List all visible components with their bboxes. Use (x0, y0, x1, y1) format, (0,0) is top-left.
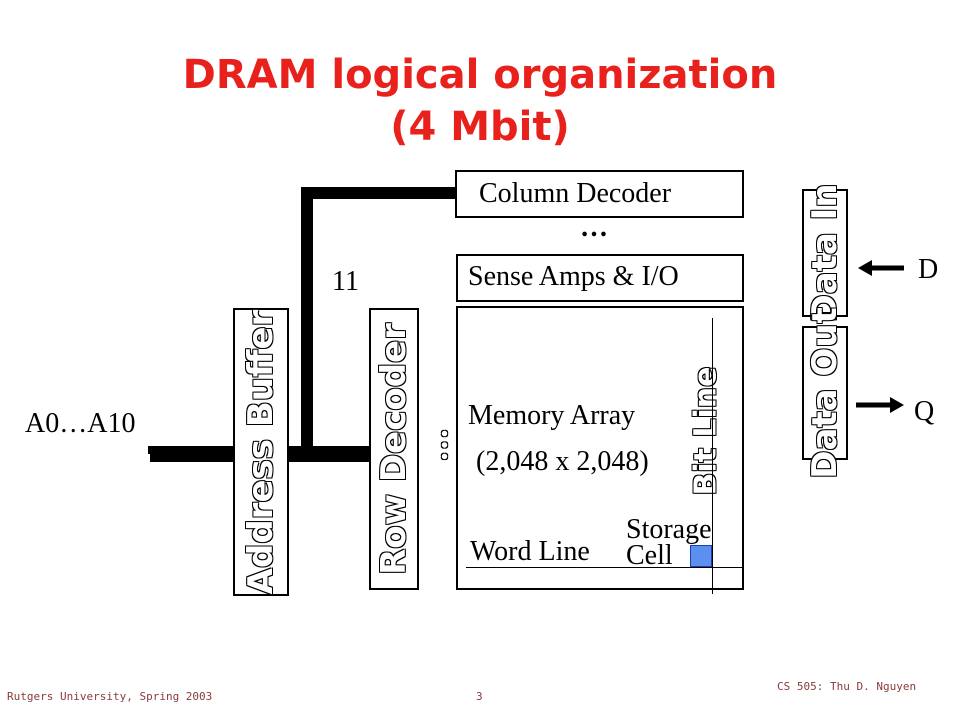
row-dots: … (418, 428, 455, 462)
address-buffer-block: Address Buffer (233, 308, 289, 596)
memory-array-block: Memory Array (2,048 x 2,048) Bit Line Wo… (456, 306, 744, 590)
d-label: D (918, 254, 939, 285)
bit-line-text: Bit Line (688, 366, 724, 496)
address-buffer-label: Address Buffer (241, 309, 281, 595)
column-decoder-label: Column Decoder (479, 178, 672, 209)
column-dots: … (580, 212, 608, 243)
storage-cell-label-line1: Storage (626, 514, 712, 545)
bit-line-label: Bit Line (686, 366, 726, 495)
address-input-label: A0…A10 (25, 408, 136, 439)
row-decoder-block: Row Decoder (369, 308, 419, 590)
bus-width-label: 11 (332, 266, 359, 297)
bit-line (712, 318, 713, 594)
slide-title-line2: (4 Mbit) (390, 104, 570, 150)
column-address-bus-vertical (301, 187, 313, 452)
q-label: Q (914, 396, 935, 427)
data-in-label: Data In (805, 183, 845, 323)
word-line (466, 567, 742, 568)
data-out-label: Data Out (805, 307, 845, 479)
column-decoder-block: Column Decoder (455, 170, 744, 218)
data-out-block: Data Out (802, 307, 848, 479)
sense-amps-label: Sense Amps & I/O (468, 261, 679, 292)
footer-left: Rutgers University, Spring 2003 (7, 690, 213, 703)
q-output-arrow (856, 397, 904, 413)
storage-cell-label-line2: Cell (626, 540, 673, 571)
footer-right: CS 505: Thu D. Nguyen (777, 680, 917, 693)
data-in-block: Data In (802, 183, 848, 323)
d-input-arrow (858, 260, 904, 276)
address-input-tick (148, 446, 150, 454)
array-size-label: (2,048 x 2,048) (476, 446, 649, 477)
row-decoder-label: Row Decoder (374, 323, 414, 575)
storage-cell (690, 545, 712, 567)
memory-array-label: Memory Array (468, 400, 636, 431)
footer-page: 3 (476, 690, 483, 703)
word-line-label: Word Line (470, 536, 590, 567)
sense-amps-block: Sense Amps & I/O (456, 254, 744, 302)
row-address-bus (286, 446, 372, 462)
slide-title-line1: DRAM logical organization (182, 52, 778, 98)
address-input-bus (150, 446, 236, 462)
column-address-bus-horizontal (301, 187, 457, 199)
